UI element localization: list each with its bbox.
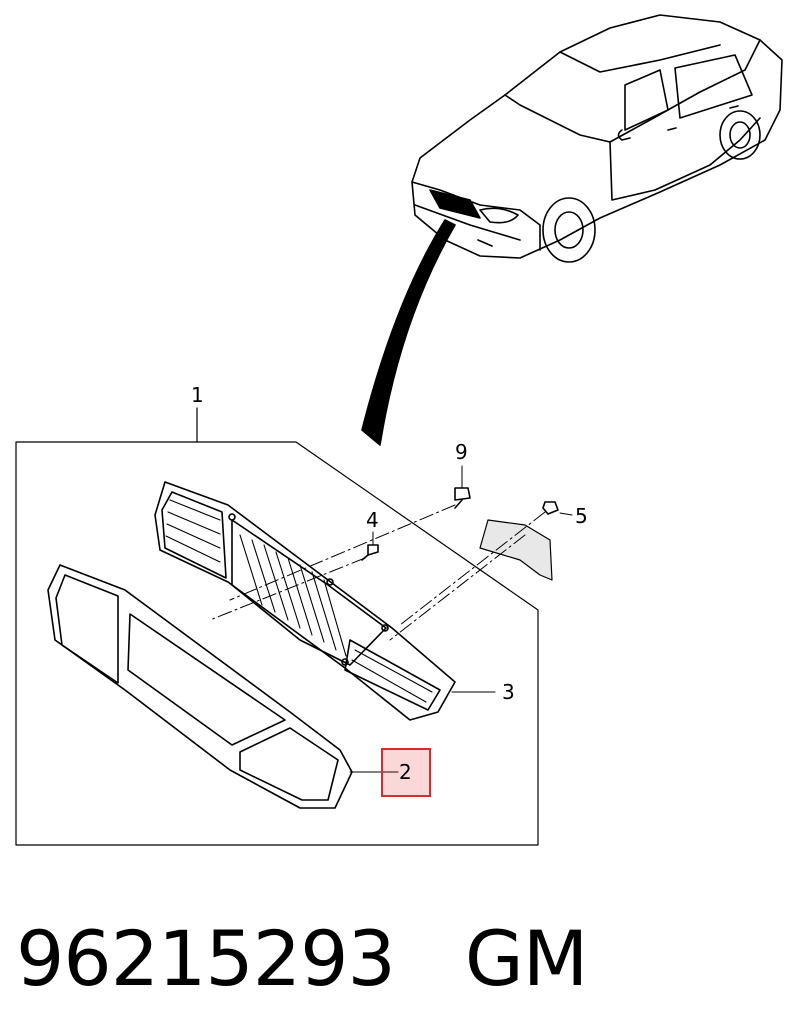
vehicle-illustration [411, 14, 783, 263]
grille-surround [47, 564, 353, 809]
brand-label: GM [464, 913, 588, 1003]
callout-9: 9 [455, 440, 468, 464]
callout-1: 1 [191, 383, 204, 407]
assembly-outline [15, 441, 539, 846]
mounting-bracket [479, 519, 553, 581]
part-number: 96215293 [16, 913, 396, 1003]
footer: 96215293 GM [16, 908, 588, 1008]
grille-location-marker [429, 189, 481, 219]
bolt-9 [454, 465, 471, 509]
parts-diagram [15, 14, 783, 846]
callout-4: 4 [366, 508, 379, 532]
location-arrow [361, 219, 456, 446]
callout-5: 5 [575, 504, 588, 528]
highlight-box [381, 748, 431, 797]
screw-4 [361, 531, 379, 561]
nut-5 [542, 501, 573, 516]
callout-3: 3 [502, 680, 515, 704]
callout-2[interactable]: 2 [399, 760, 412, 784]
grille-assembly [154, 481, 456, 721]
